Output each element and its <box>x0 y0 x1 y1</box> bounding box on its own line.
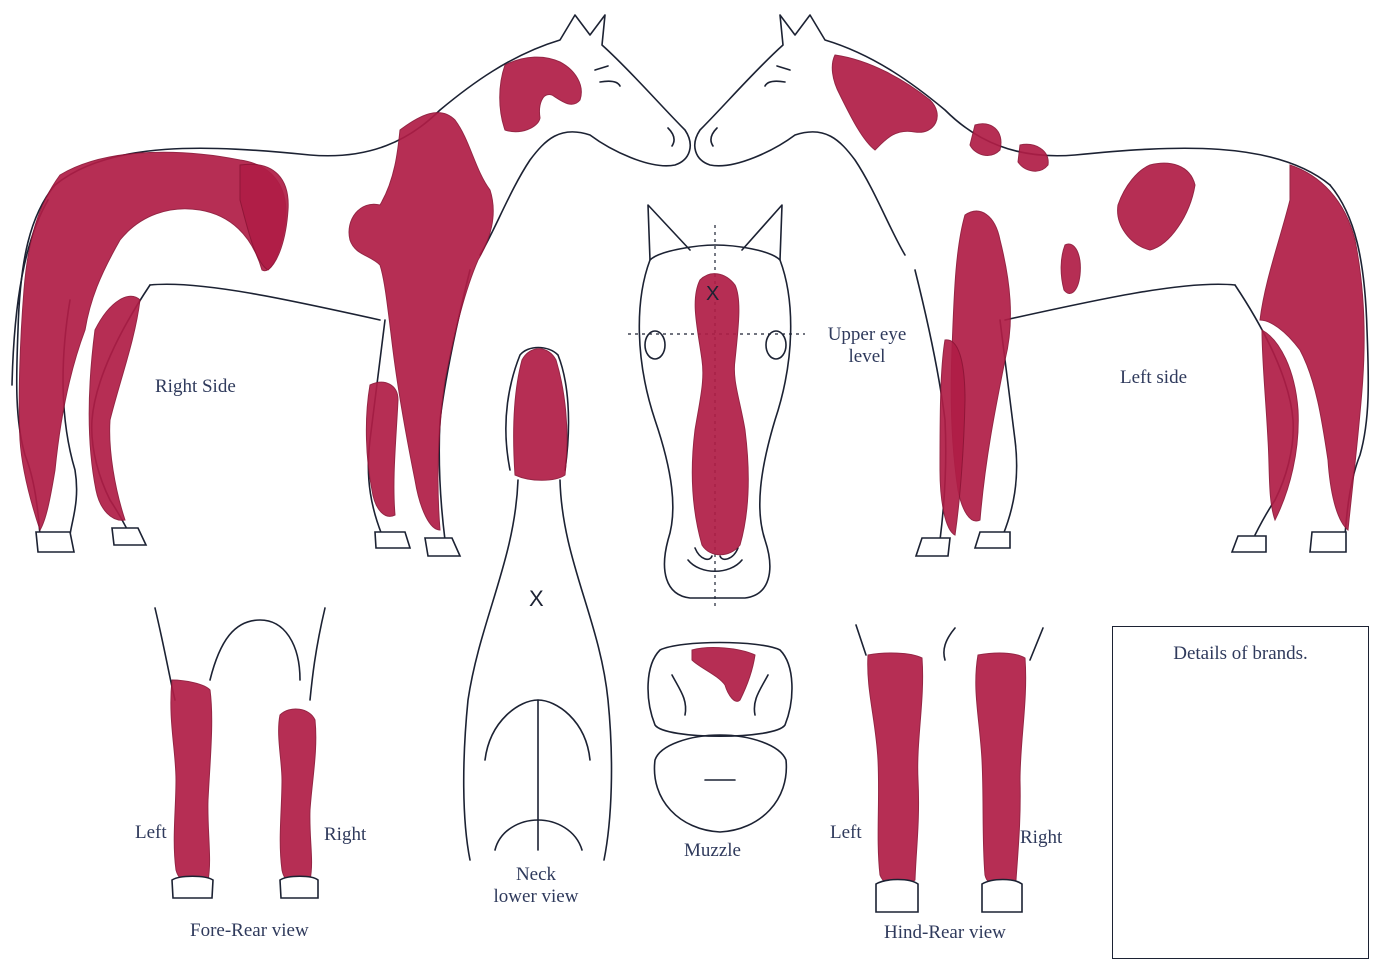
upper-eye-level-label: Upper eye level <box>812 324 922 368</box>
left-side-hoof-1 <box>1310 532 1346 552</box>
right-side-hoof-4 <box>425 538 460 556</box>
fore-left-leg-patch <box>171 680 212 884</box>
right-side-horse <box>12 15 690 556</box>
hind-rear-view <box>856 625 1043 912</box>
fore-rear-view <box>155 608 325 898</box>
fore-right-hoof <box>280 876 318 898</box>
left-side-barrel-spot <box>1061 244 1080 293</box>
muzzle-patch <box>692 648 755 702</box>
hind-left-leg-patch <box>868 653 923 886</box>
neck-label-line1: Neck <box>475 864 597 886</box>
neck-lower-view: X <box>464 348 612 861</box>
left-side-hoof-4 <box>916 538 950 556</box>
neck-throat-patch <box>514 349 567 481</box>
left-side-horse-outline <box>695 15 1369 540</box>
fore-left-label: Left <box>135 822 167 844</box>
left-side-hindleg-patch <box>1262 330 1298 520</box>
fore-right-leg-patch <box>279 709 316 884</box>
head-front-view: X <box>628 205 805 608</box>
left-side-label: Left side <box>1120 367 1187 389</box>
right-side-neck-patch <box>500 57 582 132</box>
fore-rear-view-label: Fore-Rear view <box>190 920 309 942</box>
hind-right-hoof <box>982 880 1022 913</box>
fore-left-hoof <box>172 876 213 898</box>
right-side-hindleg-patch <box>89 296 140 520</box>
brand-details-box: Details of brands. <box>1112 626 1369 959</box>
left-side-flank-patch <box>1118 163 1195 250</box>
brand-details-title: Details of brands. <box>1113 643 1368 665</box>
right-side-hoof-2 <box>112 528 146 545</box>
fore-right-label: Right <box>324 824 366 846</box>
upper-eye-label-line2: level <box>812 346 922 368</box>
right-side-barrel-spot <box>240 164 288 270</box>
left-side-crest-patch <box>970 124 1001 156</box>
head-whorl-mark: X <box>706 283 719 305</box>
left-side-withers-patch <box>1018 144 1048 171</box>
head-blaze <box>692 274 748 555</box>
right-side-label: Right Side <box>155 376 236 398</box>
muzzle-view <box>648 643 792 833</box>
upper-eye-label-line1: Upper eye <box>812 324 922 346</box>
neck-label: Neck lower view <box>475 864 597 908</box>
right-side-horse-outline <box>12 15 690 540</box>
hind-left-hoof <box>876 880 918 913</box>
right-side-hoof-3 <box>375 532 410 548</box>
right-side-hoof-1 <box>36 532 74 552</box>
left-side-hoof-3 <box>975 532 1010 548</box>
left-side-horse <box>695 15 1369 556</box>
left-side-neck-patch <box>832 55 937 150</box>
neck-label-line2: lower view <box>475 886 597 908</box>
hind-left-label: Left <box>830 822 862 844</box>
muzzle-label: Muzzle <box>684 840 741 862</box>
left-side-hoof-2 <box>1232 536 1266 552</box>
left-side-foreleg-patch <box>940 340 965 535</box>
hind-rear-view-label: Hind-Rear view <box>884 922 1006 944</box>
hind-right-label: Right <box>1020 827 1062 849</box>
hind-right-leg-patch <box>976 653 1026 886</box>
neck-whorl-mark: X <box>529 586 544 611</box>
